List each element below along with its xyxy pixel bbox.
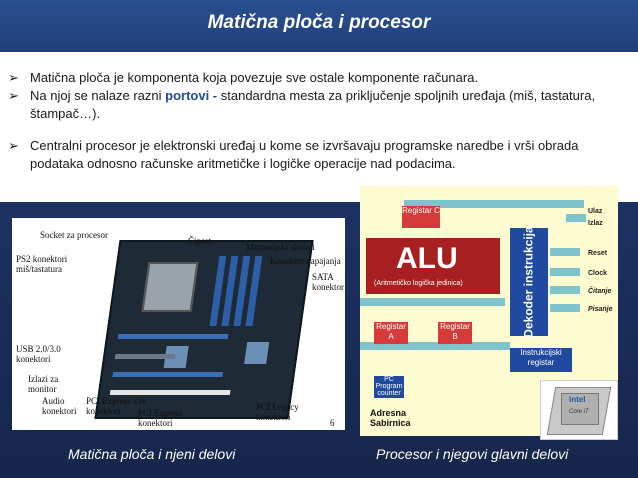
bullet-text: Matična ploča je komponenta koja povezuj…: [30, 70, 479, 85]
signal-reset: Reset: [588, 250, 608, 257]
signal-clock: Clock: [588, 270, 608, 277]
signal-pisanje: Pisanje: [588, 306, 613, 313]
internal-bus: [360, 298, 505, 306]
bullet-item: ➢ Centralni procesor je elektronski uređ…: [8, 137, 620, 173]
data-bus: [404, 200, 584, 208]
control-bus: [550, 286, 580, 294]
control-bus: [550, 304, 580, 312]
arrow-bullet-icon: ➢: [8, 138, 19, 153]
pcie-slot: [117, 334, 229, 339]
alu-label: ALU: [396, 242, 458, 275]
label-ps2: PS2 konektori miš/tastatura: [16, 254, 68, 274]
register-c: Registar C: [402, 206, 440, 228]
signal-izlaz: Izlaz: [588, 220, 603, 227]
label-pcie: PCI Express konektori: [138, 408, 183, 428]
bullet-item: ➢ Na njoj se nalaze razni portovi - stan…: [8, 87, 620, 123]
label-memory: Memorijski slotovi: [246, 242, 315, 252]
bullet-item: ➢ Matična ploča je komponenta koja povez…: [8, 69, 620, 87]
control-bus: [550, 248, 580, 256]
alu-block: ALU (Aritmetičko logička jedinica): [366, 238, 500, 294]
pci-slot: [109, 390, 231, 395]
signal-ulaz: Ulaz: [588, 208, 603, 215]
motherboard-figure: Socket za procesor PS2 konektori miš/tas…: [12, 218, 345, 430]
label-cipset: Čipset: [188, 236, 212, 246]
instruction-register: Instrukcijski registar: [510, 348, 572, 372]
register-b: Registar B: [438, 322, 472, 344]
chip-die: [561, 393, 599, 425]
pcie-slot: [112, 372, 224, 377]
address-bus-label: Adresna Sabirnica: [370, 408, 411, 428]
program-counter: PC Program counter: [374, 376, 404, 398]
cpu-socket: [141, 262, 199, 312]
caption-processor: Procesor i njegovi glavni delovi: [376, 446, 569, 462]
bullet-text-part: standardna mesta za priključenje spoljni…: [30, 88, 596, 121]
bullet-list: ➢ Matična ploča je komponenta koja povez…: [0, 52, 638, 202]
label-power: Konektor napajanja: [270, 256, 341, 266]
pcie-slot: [114, 354, 176, 359]
ports-highlight: portovi -: [165, 88, 218, 103]
arrow-bullet-icon: ➢: [8, 70, 19, 85]
intel-logo: intel: [569, 395, 586, 404]
instruction-decoder: Dekoder instrukcija: [510, 226, 548, 338]
label-sata: SATA konektor: [312, 272, 344, 292]
caption-motherboard: Matična ploča i njeni delovi: [68, 446, 236, 462]
label-monitor: Izlazi za monitor: [28, 374, 59, 394]
label-usb: USB 2.0/3.0 konektori: [16, 344, 61, 364]
slide-title: Matična ploča i procesor: [207, 12, 431, 33]
arrow-bullet-icon: ➢: [8, 88, 19, 103]
signal-citanje: Čitanje: [588, 288, 612, 295]
title-bar: [0, 0, 638, 52]
bullet-text-part: Na njoj se nalaze razni: [30, 88, 166, 103]
motherboard-image: [94, 240, 314, 419]
label-audio: Audio konektori: [42, 396, 77, 416]
page-number: 6: [330, 418, 335, 428]
bullet-text: Na njoj se nalaze razni portovi - standa…: [30, 87, 620, 123]
bullet-text: Centralni procesor je elektronski uređaj…: [30, 138, 579, 171]
internal-bus: [360, 342, 510, 350]
decoder-label: Dekoder instrukcija: [521, 226, 536, 338]
chip: [244, 342, 270, 364]
label-pcie16: PCI Express x16 konektori: [86, 396, 147, 416]
alu-sublabel: (Aritmetičko logička jedinica): [374, 280, 463, 287]
register-a: Registar A: [374, 322, 408, 344]
chip-model: Core i7: [569, 409, 589, 415]
data-bus: [566, 214, 586, 222]
intel-chip-image: intel Core i7: [540, 380, 618, 440]
control-bus: [550, 268, 580, 276]
label-pci-legacy: PCI Legacy konektori: [256, 402, 299, 422]
label-socket: Socket za procesor: [40, 230, 108, 240]
